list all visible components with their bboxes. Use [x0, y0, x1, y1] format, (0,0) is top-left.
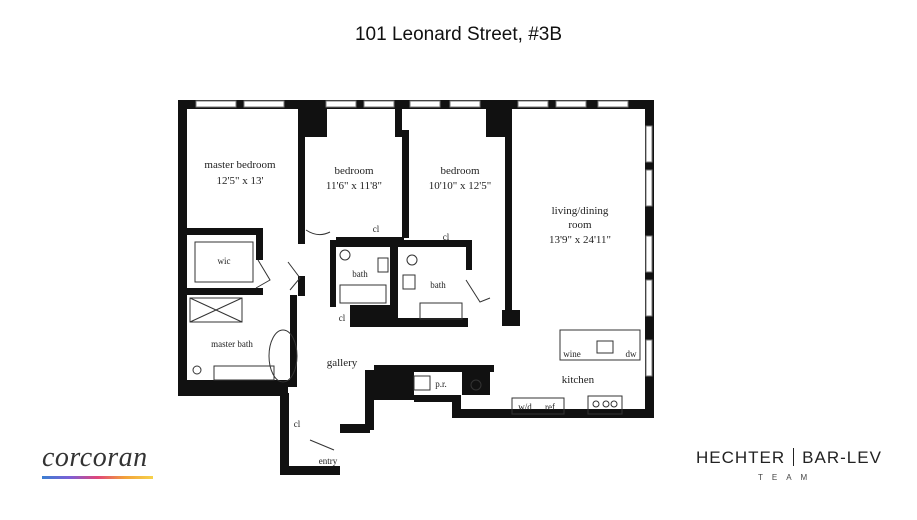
corcoran-logo: corcoran — [42, 442, 148, 473]
windows — [195, 100, 653, 377]
label-bedroom-2: bedroom — [334, 165, 374, 177]
label-powder-room: p.r. — [435, 379, 447, 389]
label-cl-4: cl — [294, 419, 301, 429]
logo-divider — [793, 448, 795, 466]
team-left: HECHTER — [696, 448, 786, 467]
tub — [268, 329, 298, 383]
label-master-bath: master bath — [211, 339, 253, 349]
fixtures — [189, 229, 641, 451]
label-living-dining: living/dining — [552, 205, 609, 217]
label-bath-1: bath — [352, 269, 368, 279]
label-wic: wic — [218, 256, 231, 266]
page-title: 101 Leonard Street, #3B — [354, 24, 563, 45]
hechter-barlev-logo: HECHTER BAR-LEV — [696, 448, 882, 468]
label-master-bedroom: master bedroom — [204, 159, 276, 171]
label-cl-3: cl — [339, 313, 346, 323]
corcoran-color-bar — [42, 476, 153, 479]
label-room: room — [568, 219, 592, 231]
label-gallery: gallery — [327, 357, 358, 369]
vanity — [213, 365, 275, 381]
label-bedroom-3: bedroom — [440, 165, 480, 177]
tub-2 — [419, 302, 463, 320]
dims-bedroom-3: 10'10" x 12'5" — [429, 180, 491, 192]
label-wine: wine — [563, 349, 581, 359]
label-cl-1: cl — [373, 224, 380, 234]
dims-living-dining: 13'9" x 24'11" — [549, 234, 611, 246]
kitchen-island — [559, 329, 641, 361]
label-entry: entry — [319, 456, 338, 466]
wic-shelf — [194, 241, 254, 283]
label-ref: ref — [545, 402, 555, 412]
interior-walls — [187, 109, 520, 402]
team-right: BAR-LEV — [802, 448, 882, 467]
label-cl-2: cl — [443, 232, 450, 242]
label-kitchen: kitchen — [562, 374, 595, 386]
dims-bedroom-2: 11'6" x 11'8" — [326, 180, 382, 192]
dims-master-bedroom: 12'5" x 13' — [217, 175, 264, 187]
exterior-walls — [178, 100, 654, 475]
label-dw: dw — [626, 349, 638, 359]
shower — [189, 297, 243, 323]
label-bath-2: bath — [430, 280, 446, 290]
team-subtitle: TEAM — [758, 473, 817, 482]
label-wd: w/d — [518, 402, 532, 412]
tub-1 — [339, 284, 387, 304]
